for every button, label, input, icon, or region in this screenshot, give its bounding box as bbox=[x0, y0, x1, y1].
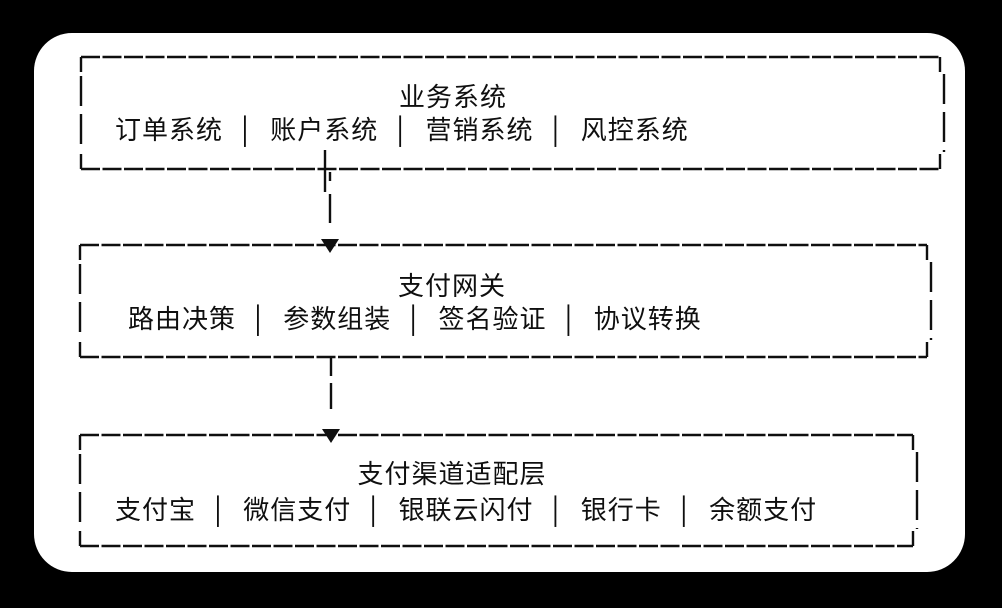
item-separator: │ bbox=[548, 115, 566, 145]
layer-items-payment-gateway: 路由决策 │ 参数组装 │ 签名验证 │ 协议转换 bbox=[128, 303, 702, 335]
item-bank-card: 银行卡 bbox=[580, 495, 662, 525]
item-param-assembly: 参数组装 bbox=[283, 304, 392, 334]
item-separator: │ bbox=[548, 495, 566, 525]
item-separator: │ bbox=[561, 304, 579, 334]
item-protocol-convert: 协议转换 bbox=[593, 304, 702, 334]
layer-items-channel-adapter: 支付宝 │ 微信支付 │ 银联云闪付 │ 银行卡 │ 余额支付 bbox=[115, 494, 817, 526]
item-order-system: 订单系统 bbox=[115, 115, 224, 145]
layer-items-business-system: 订单系统 │ 账户系统 │ 营销系统 │ 风控系统 bbox=[115, 114, 689, 146]
item-separator: │ bbox=[676, 495, 695, 525]
layer-title-business-system: 业务系统 bbox=[398, 82, 507, 112]
item-risk-system: 风控系统 bbox=[580, 115, 689, 145]
item-balance-pay: 余额支付 bbox=[709, 495, 818, 525]
item-marketing-system: 营销系统 bbox=[425, 115, 534, 145]
item-separator: │ bbox=[406, 304, 424, 334]
layer-title-channel-adapter: 支付渠道适配层 bbox=[357, 459, 547, 489]
item-signature-verify: 签名验证 bbox=[438, 304, 547, 334]
item-separator: │ bbox=[366, 495, 384, 525]
item-separator: │ bbox=[251, 304, 269, 334]
item-separator: │ bbox=[211, 495, 229, 525]
item-alipay: 支付宝 bbox=[115, 495, 197, 525]
item-wechat-pay: 微信支付 bbox=[243, 495, 352, 525]
item-separator: │ bbox=[393, 115, 411, 145]
item-separator: │ bbox=[238, 115, 256, 145]
item-unionpay: 银联云闪付 bbox=[398, 495, 534, 525]
item-routing: 路由决策 bbox=[128, 304, 237, 334]
item-account-system: 账户系统 bbox=[270, 115, 379, 145]
layer-title-payment-gateway: 支付网关 bbox=[397, 271, 506, 301]
